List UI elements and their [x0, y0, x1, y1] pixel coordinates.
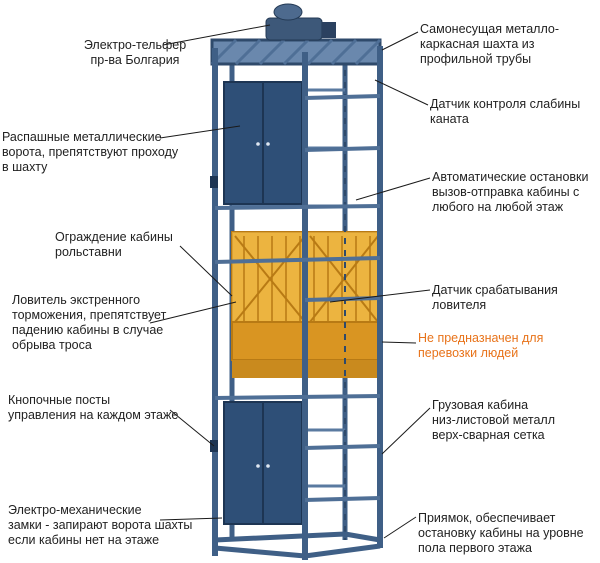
- callout-locks: Электро-механические замки - запирают во…: [8, 503, 193, 547]
- callout-auto-stops: Автоматические остановки вызов-отправка …: [432, 170, 589, 214]
- callout-cabin-fence: Ограждение кабины рольставни: [55, 230, 173, 259]
- callout-catcher-sensor: Датчик срабатывания ловителя: [432, 283, 558, 312]
- shaft-frame-front: [212, 46, 383, 560]
- callout-shaft: Самонесущая металло- каркасная шахта из …: [420, 22, 560, 66]
- callout-push-buttons: Кнопочные посты управления на каждом эта…: [8, 393, 179, 422]
- hoist-motor: [265, 3, 336, 41]
- shaft-front-crossbars: [214, 94, 381, 502]
- callout-swing-gates: Распашные металлические ворота, препятст…: [2, 130, 179, 174]
- call-button-upper: [210, 176, 218, 188]
- callout-pit: Приямок, обеспечивает остановку кабины н…: [418, 511, 584, 555]
- callout-hoist: Электро-тельфер пр-ва Болгария: [83, 38, 187, 67]
- top-truss: [210, 38, 382, 66]
- lower-shaft-door: [223, 401, 303, 525]
- callout-emergency-catcher: Ловитель экстренного торможения, препятс…: [12, 293, 167, 352]
- base-pit-frame: [214, 531, 381, 559]
- upper-shaft-door: [223, 81, 303, 205]
- leader-lines: [149, 24, 431, 539]
- callout-not-for-people: Не предназначен для перевозки людей: [418, 331, 544, 360]
- callout-slack-sensor: Датчик контроля слабины каната: [430, 97, 581, 126]
- callout-cargo-cabin: Грузовая кабина низ-листовой металл верх…: [432, 398, 556, 442]
